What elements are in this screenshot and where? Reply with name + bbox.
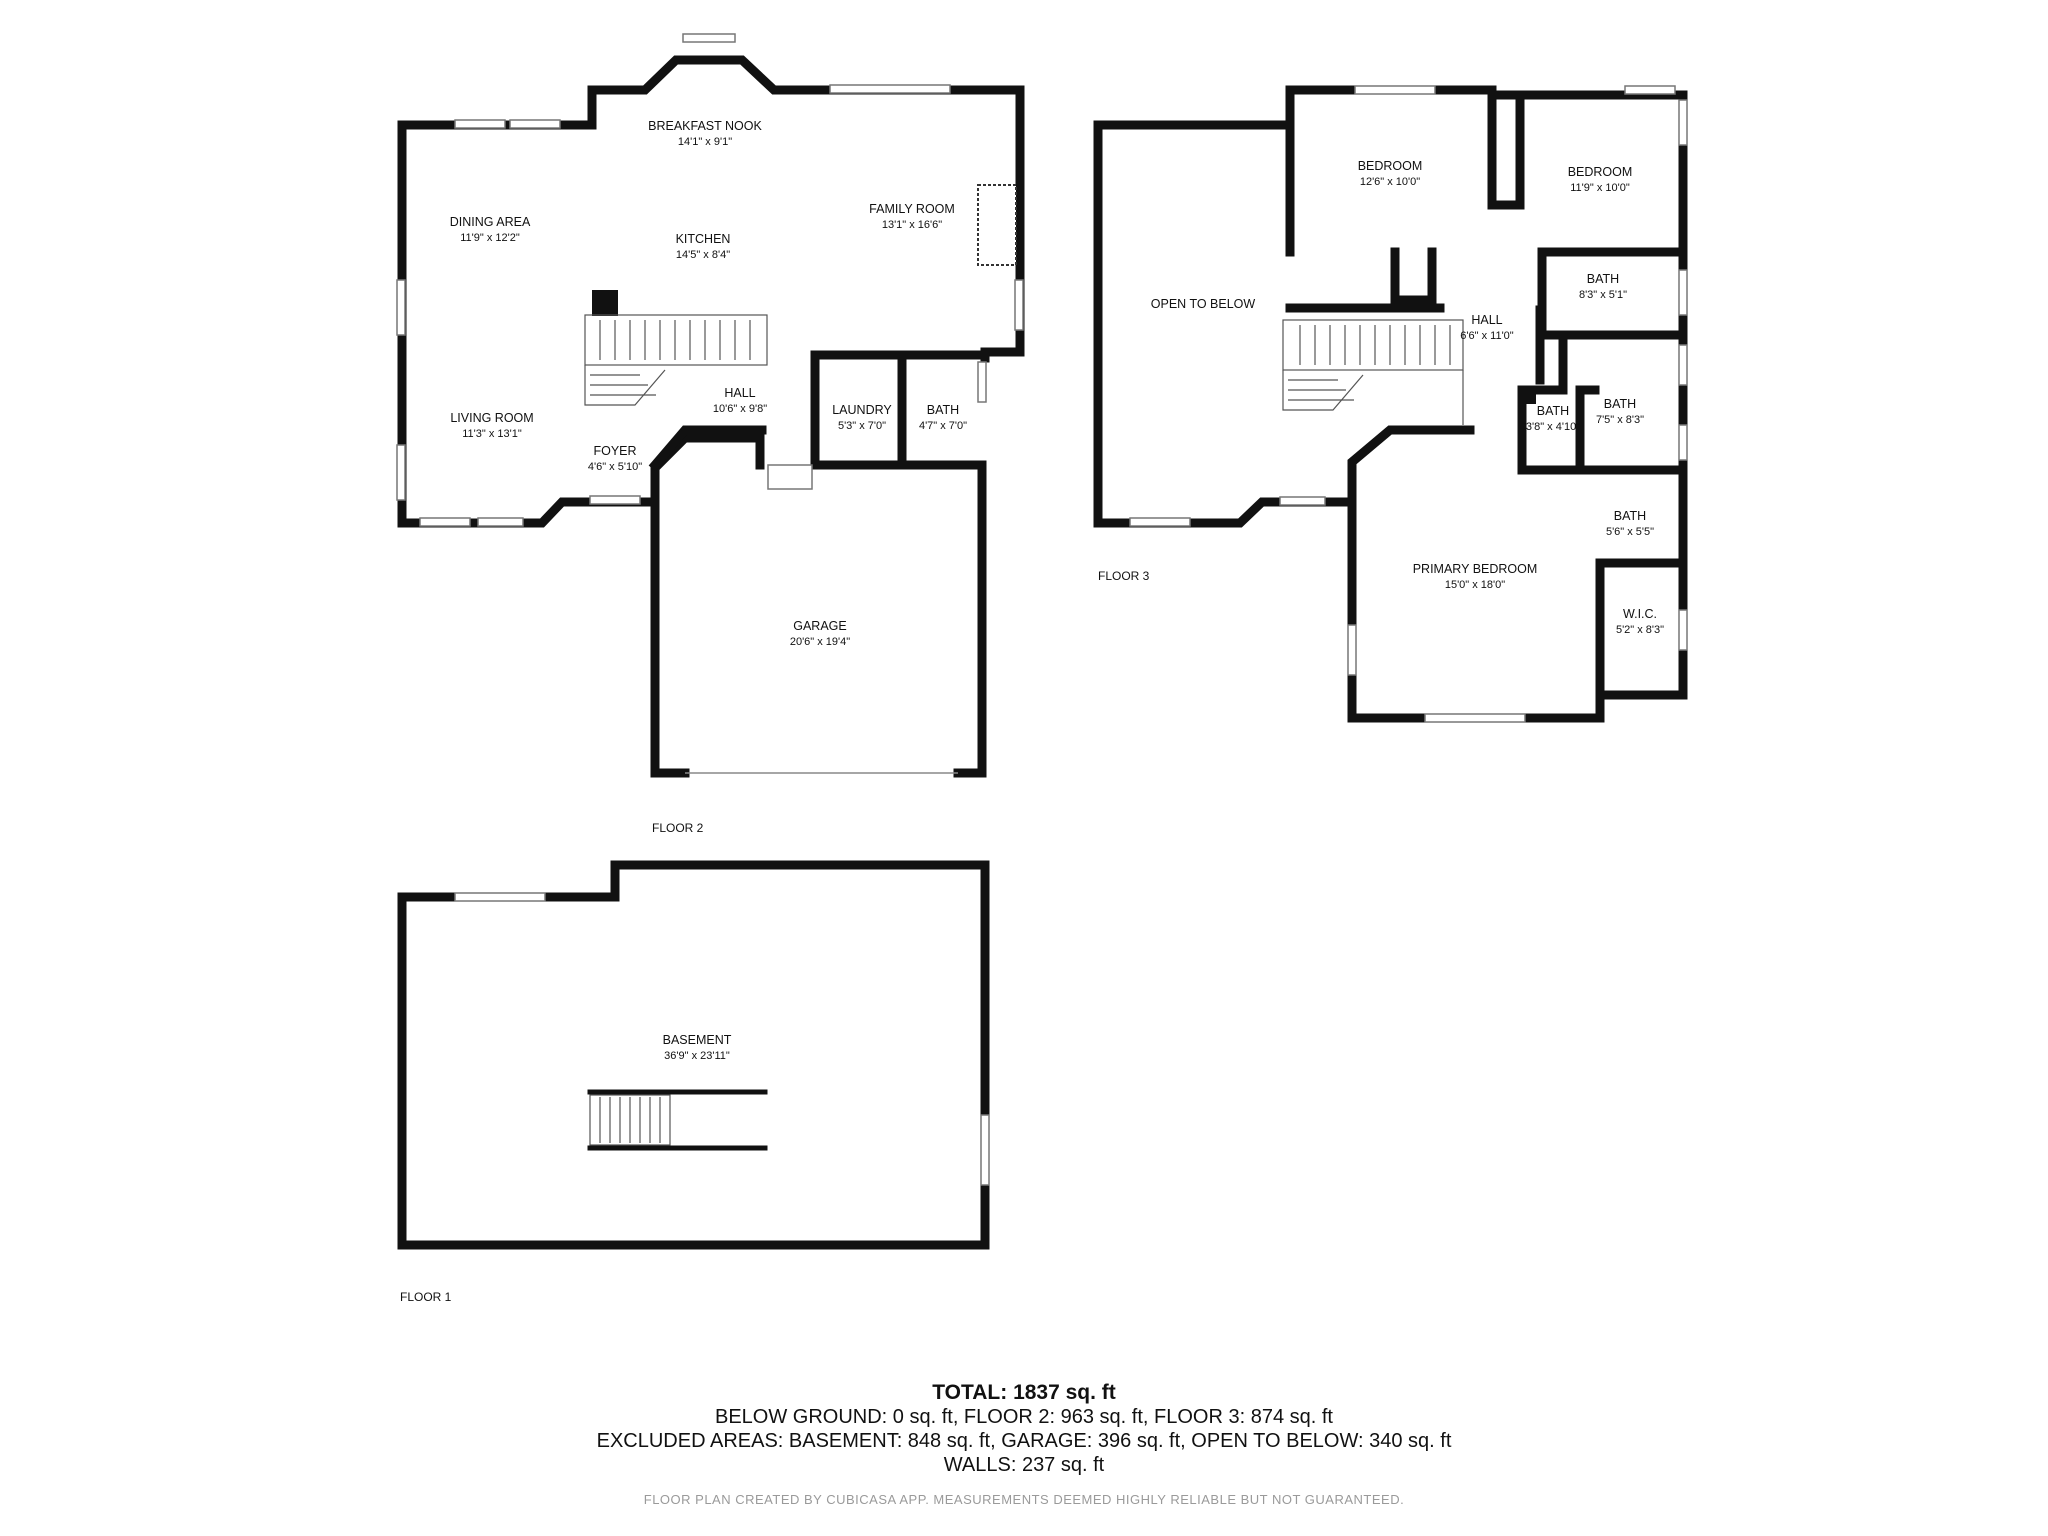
room-name: FOYER [593,444,636,458]
disclaimer-footer: FLOOR PLAN CREATED BY CUBICASA APP. MEAS… [643,1492,1405,1507]
room-dims: 10'6" x 9'8" [713,403,767,415]
room-name: BASEMENT [663,1033,732,1047]
floor-label: FLOOR 3 [1098,569,1150,583]
excluded-areas: EXCLUDED AREAS: BASEMENT: 848 sq. ft, GA… [596,1430,1452,1452]
room-name: OPEN TO BELOW [1151,297,1256,311]
window [419,517,471,527]
room-dims: 14'5" x 8'4" [676,249,730,261]
walls-area: WALLS: 237 sq. ft [943,1454,1105,1476]
room-dims: 5'6" x 5'5" [1606,526,1654,538]
window [1354,85,1436,95]
room-dims: 8'3" x 5'1" [1579,289,1627,301]
floor-3-outer-wall [1285,85,1688,723]
room-name: BATH [1537,404,1569,418]
window [589,495,641,505]
basement-wall [397,860,990,1250]
window [829,84,951,94]
room-name: GARAGE [793,619,847,633]
floor-label: FLOOR 2 [652,821,704,835]
window [1624,85,1676,95]
room-name: BATH [1604,397,1636,411]
window [454,119,506,129]
floor-2-outer-wall-upper [587,55,1025,363]
column [1522,390,1536,404]
wic-wall [1595,558,1688,700]
small-bath-wall [1517,335,1600,475]
basement-stairs [587,1089,768,1151]
closet-wall [1487,90,1525,210]
floor-3-plan: OPEN TO BELOW BEDROOM 12'6" x 10'0" BEDR… [1093,85,1688,723]
area-breakdown: BELOW GROUND: 0 sq. ft, FLOOR 2: 963 sq.… [715,1406,1333,1428]
room-dims: 20'6" x 19'4" [790,636,850,648]
room-dims: 4'7" x 7'0" [919,420,967,432]
room-name: DINING AREA [450,215,531,229]
room-dims: 11'9" x 10'0" [1570,182,1630,194]
window [1678,424,1688,461]
room-dims: 3'8" x 4'10" [1526,421,1580,433]
window [1678,269,1688,316]
column [592,290,618,316]
room-dims: 13'1" x 16'6" [882,219,942,231]
window [980,1114,990,1186]
window [1129,517,1191,527]
room-name: BEDROOM [1358,159,1423,173]
room-name: BEDROOM [1568,165,1633,179]
room-name: HALL [724,386,755,400]
window [1279,496,1326,506]
room-name: BATH [1614,509,1646,523]
room-name: PRIMARY BEDROOM [1413,562,1538,576]
hall-closet-wall [1390,247,1437,305]
hall-partition-wall [648,425,767,472]
room-name: BATH [927,403,959,417]
room-dims: 6'6" x 11'0" [1460,330,1513,342]
room-name: BREAKFAST NOOK [648,119,762,133]
room-dims: 11'3" x 13'1" [462,428,522,440]
window [454,892,546,902]
room-dims: 36'9" x 23'11" [664,1050,730,1062]
window [1014,279,1024,331]
room-name: BATH [1587,272,1619,286]
floor-3-stairs [1282,319,1464,425]
room-dims: 4'6" x 5'10" [588,461,642,473]
fireplace [977,184,1017,266]
room-name: FAMILY ROOM [869,202,955,216]
room-name: KITCHEN [676,232,731,246]
doorway [767,464,813,490]
window [1678,344,1688,386]
room-name: LIVING ROOM [450,411,533,425]
window [509,119,561,129]
floor-2-plan: BREAKFAST NOOK 14'1" x 9'1" DINING AREA … [396,33,1025,835]
room-dims: 5'2" x 8'3" [1616,624,1664,636]
open-to-below-wall [1093,120,1357,528]
room-dims: 12'6" x 10'0" [1360,176,1420,188]
room-name: HALL [1471,313,1502,327]
window [977,361,987,403]
floor-2-stairs [584,314,768,406]
floor-label: FLOOR 1 [400,1290,452,1304]
window [477,517,524,527]
room-dims: 5'3" x 7'0" [838,420,886,432]
room-dims: 14'1" x 9'1" [678,136,732,148]
floor-2-outer-wall [397,120,660,528]
laundry-bath-wall [810,350,990,470]
garage-outer-wall [650,463,690,778]
window [1347,624,1357,676]
window [396,444,406,501]
room-dims: 11'9" x 12'2" [460,232,520,244]
window [396,279,406,336]
window [682,33,736,43]
total-area: TOTAL: 1837 sq. ft [932,1381,1116,1404]
floor-1-plan: BASEMENT 36'9" x 23'11" FLOOR 1 [397,860,990,1304]
window [1424,713,1526,723]
room-name: LAUNDRY [832,403,892,417]
window [1678,609,1688,651]
room-dims: 15'0" x 18'0" [1445,579,1505,591]
window [1678,99,1688,146]
room-name: W.I.C. [1623,607,1657,621]
room-dims: 7'5" x 8'3" [1596,414,1644,426]
